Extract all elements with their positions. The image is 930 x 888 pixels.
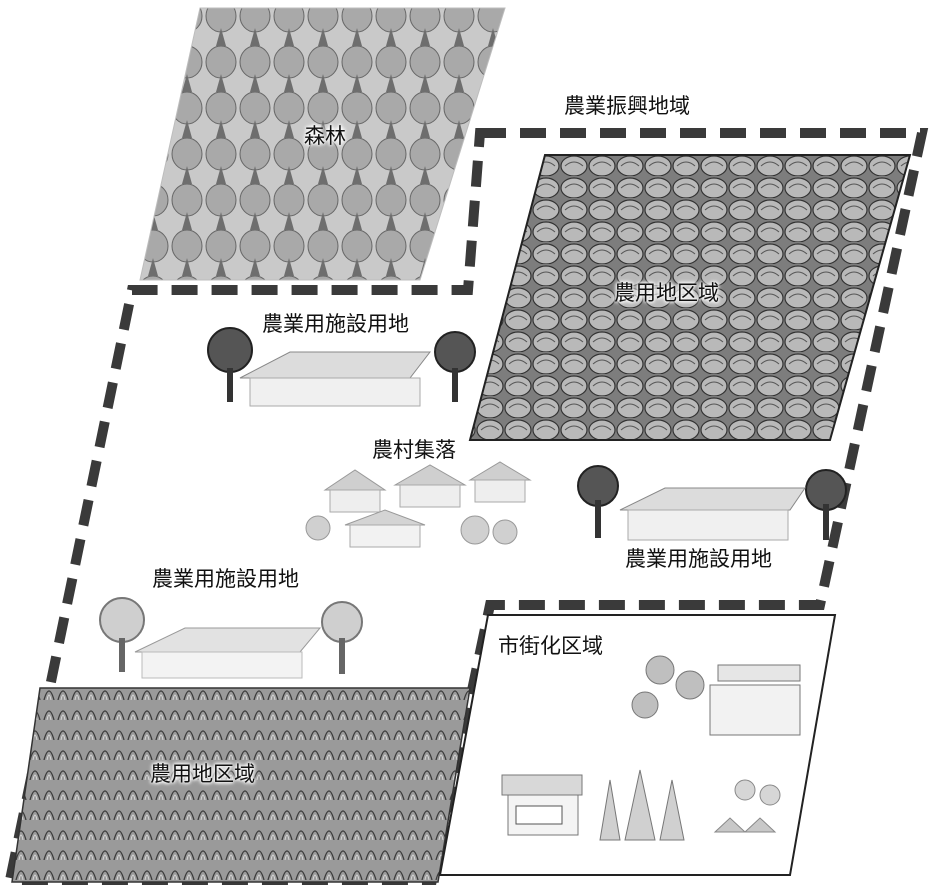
facility-site-left-label: 農業用施設用地	[152, 569, 299, 590]
facility-building-upper	[208, 328, 475, 406]
village-label: 農村集落	[372, 440, 456, 461]
farmland-zone-upper-label: 農用地区域	[614, 283, 719, 304]
village-houses	[306, 462, 530, 547]
urbanization-area-label: 市街化区域	[498, 636, 603, 657]
forest-label: 森林	[304, 126, 346, 147]
facility-site-right-label: 農業用施設用地	[625, 549, 772, 570]
facility-building-right	[578, 466, 846, 540]
promotion-area-label: 農業振興地域	[564, 96, 690, 117]
facility-building-left	[100, 598, 362, 678]
facility-site-upper-label: 農業用施設用地	[262, 314, 409, 335]
farmland-zone-lower-label: 農用地区域	[150, 764, 255, 785]
